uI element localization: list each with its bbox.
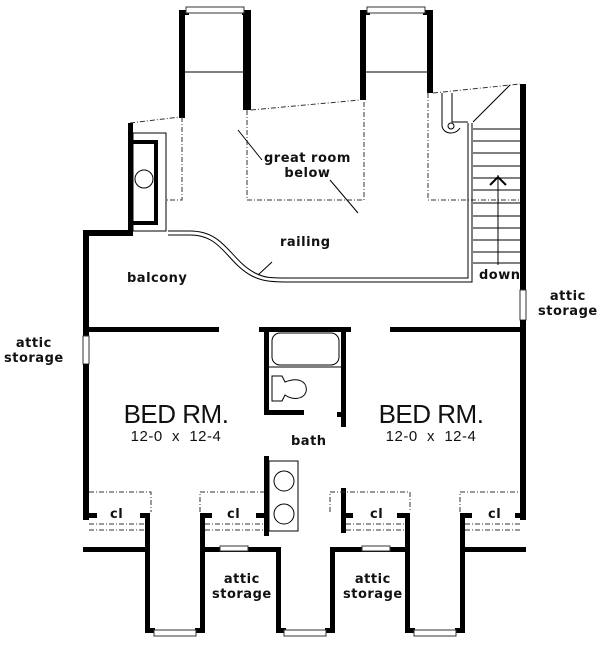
room-dimensions: 12-0 x 12-4: [130, 428, 222, 445]
room-name: BED RM.: [123, 399, 229, 429]
attic-storage-right-label: attic storage: [538, 289, 598, 319]
stairs-down-label: down: [479, 268, 521, 283]
closet-label: cl: [227, 507, 241, 522]
railing: [168, 230, 473, 283]
room-name: BED RM.: [378, 399, 484, 429]
closets: [83, 491, 526, 633]
closet-label: cl: [370, 507, 384, 522]
storage-text: storage: [4, 351, 64, 366]
balcony-label: balcony: [127, 271, 188, 286]
dormer-right: [360, 6, 433, 100]
closet-label: cl: [110, 507, 124, 522]
great-room-below-text: below: [284, 166, 331, 181]
bath-label: bath: [291, 434, 327, 449]
attic-text: attic: [354, 572, 391, 587]
stairs: [441, 84, 527, 520]
chimney: [128, 123, 167, 233]
attic-storage-bottom-right-label: attic storage: [343, 572, 403, 602]
railing-label: railing: [280, 235, 331, 250]
great-room-label: great room below: [264, 151, 351, 181]
attic-storage-left-label: attic storage: [4, 336, 64, 366]
storage-text: storage: [212, 587, 272, 602]
attic-text: attic: [15, 336, 52, 351]
attic-text: attic: [549, 289, 586, 304]
closet-label: cl: [488, 507, 502, 522]
room-dimensions: 12-0 x 12-4: [385, 428, 477, 445]
great-room-text: great room: [264, 151, 351, 166]
bath-fixtures: [264, 327, 346, 536]
storage-text: storage: [538, 304, 598, 319]
storage-text: storage: [343, 587, 403, 602]
attic-text: attic: [223, 572, 260, 587]
bedroom-left: BED RM. 12-0 x 12-4: [112, 400, 240, 446]
bedroom-right: BED RM. 12-0 x 12-4: [367, 400, 495, 446]
dormer-left: [179, 6, 251, 118]
attic-storage-bottom-left-label: attic storage: [212, 572, 272, 602]
